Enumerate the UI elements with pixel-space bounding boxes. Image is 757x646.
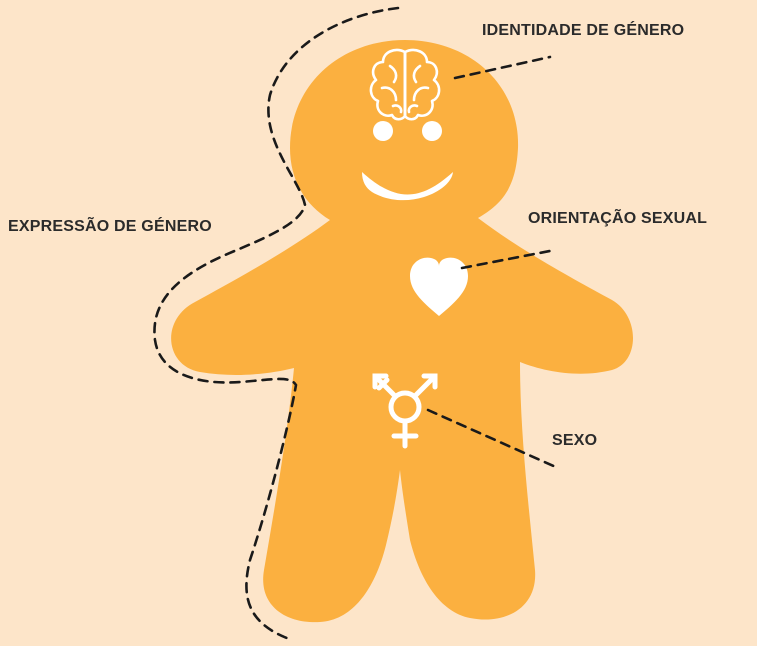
orientation-connector xyxy=(460,248,557,270)
sex-connector xyxy=(426,408,560,470)
heart-icon xyxy=(410,257,468,316)
left-eye xyxy=(373,121,393,141)
gingerbread-figure xyxy=(171,40,633,623)
sex-label: SEXO xyxy=(552,432,598,449)
right-eye xyxy=(422,121,442,141)
smile xyxy=(362,172,453,201)
gender-expression-label: EXPRESSÃO DE GÉNERO xyxy=(8,218,212,235)
identity-connector xyxy=(453,55,552,80)
gender-identity-label: IDENTIDADE DE GÉNERO xyxy=(482,22,685,39)
brain-icon xyxy=(369,48,441,121)
sexual-orientation-label: ORIENTAÇÃO SEXUAL xyxy=(528,210,708,227)
transgender-symbol-icon xyxy=(372,373,438,449)
expression-dashed-line xyxy=(153,6,400,642)
